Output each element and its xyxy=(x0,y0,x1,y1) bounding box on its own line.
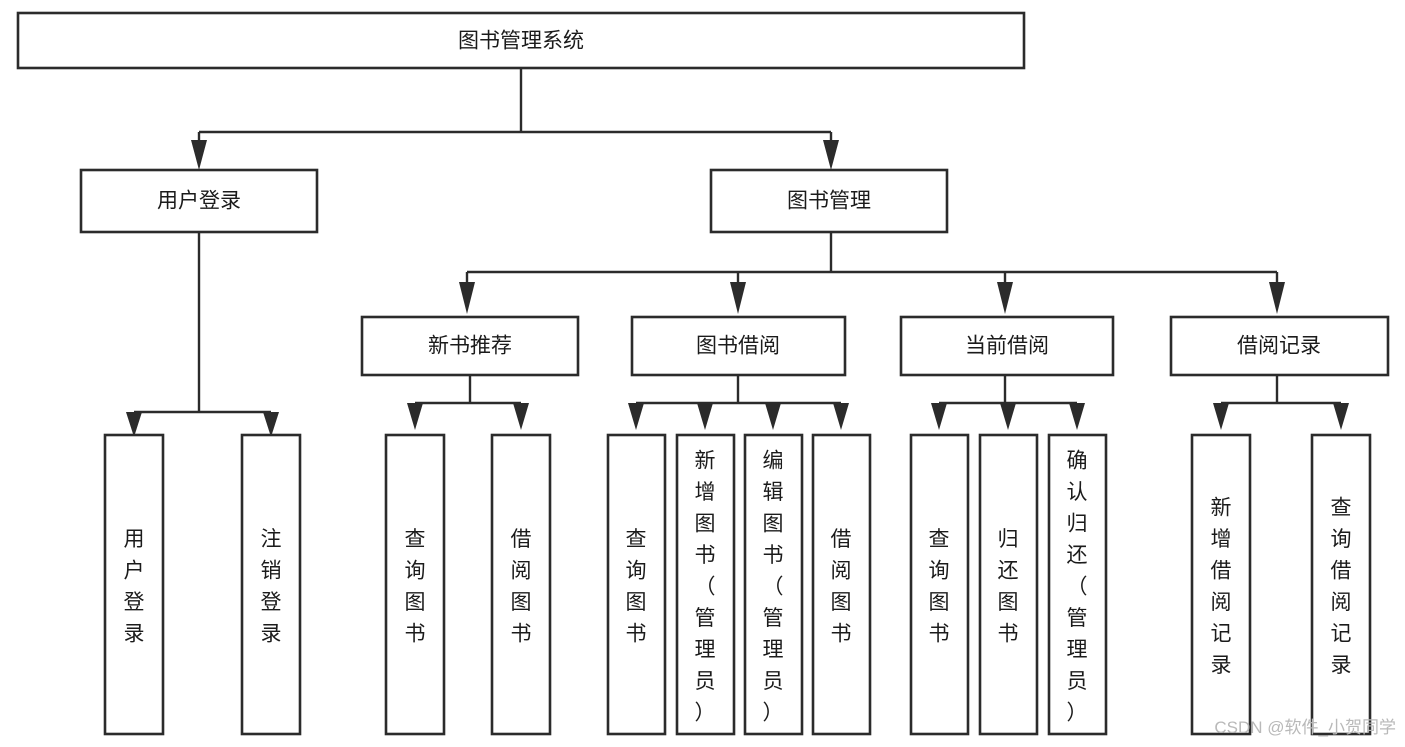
arrowhead-book-management xyxy=(823,140,839,170)
node-new-book-recommend-box[interactable] xyxy=(360,315,580,377)
node-book-management[interactable]: 图书管理 xyxy=(709,168,949,234)
leaf-query-book-1-box[interactable] xyxy=(384,433,446,736)
leaf-confirm-return-admin-box[interactable] xyxy=(1047,433,1108,736)
arrowhead-leaf-add-borrow-record xyxy=(1213,403,1229,430)
node-book-management-box[interactable] xyxy=(709,168,949,234)
arrowhead-leaf-user-login xyxy=(126,412,142,437)
leaf-query-borrow-record-box[interactable] xyxy=(1310,433,1372,736)
leaf-borrow-book-1-label: 借阅图书 xyxy=(511,528,532,646)
arrowhead-leaf-edit-book-admin xyxy=(765,403,781,430)
leaf-query-book-1-label: 查询图书 xyxy=(405,528,426,646)
arrowhead-leaf-query-book-2 xyxy=(628,403,644,430)
node-book-borrow[interactable]: 图书借阅 xyxy=(630,315,847,377)
arrowhead-leaf-confirm-return-admin xyxy=(1069,403,1085,430)
arrowhead-book-borrow xyxy=(730,282,746,314)
arrowhead-user-login xyxy=(191,140,207,170)
leaf-confirm-return-admin-label: 确认归还（管理员） xyxy=(1067,449,1088,724)
arrowhead-leaf-query-book-1 xyxy=(407,403,423,430)
leaf-user-login-label: 用户登录 xyxy=(124,528,145,646)
leaf-user-logout-label: 注销登录 xyxy=(261,528,282,646)
leaf-return-book[interactable]: 归还图书 xyxy=(978,433,1039,736)
leaf-add-book-admin-label: 新增图书（管理员） xyxy=(695,449,716,724)
node-book-management-label: 图书管理 xyxy=(787,190,871,213)
arrowhead-leaf-query-borrow-record xyxy=(1333,403,1349,430)
leaf-query-book-2-box[interactable] xyxy=(606,433,667,736)
leaf-borrow-book-2-label: 借阅图书 xyxy=(831,528,852,646)
leaf-borrow-book-2[interactable]: 借阅图书 xyxy=(811,433,872,736)
arrowhead-leaf-add-book-admin xyxy=(697,403,713,430)
leaf-user-logout[interactable]: 注销登录 xyxy=(240,433,302,736)
leaf-query-book-1[interactable]: 查询图书 xyxy=(384,433,446,736)
node-current-borrow-label: 当前借阅 xyxy=(965,335,1049,358)
arrowhead-leaf-return-book xyxy=(1000,403,1016,430)
arrowhead-leaf-user-logout xyxy=(263,412,279,437)
leaf-return-book-label: 归还图书 xyxy=(998,528,1019,646)
leaf-query-book-2-label: 查询图书 xyxy=(626,528,647,646)
leaf-add-book-admin[interactable]: 新增图书（管理员） xyxy=(675,433,736,736)
node-root-box[interactable] xyxy=(16,11,1026,70)
node-new-book-recommend-label: 新书推荐 xyxy=(428,335,512,358)
arrowhead-new-book-recommend xyxy=(459,282,475,314)
node-current-borrow-box[interactable] xyxy=(899,315,1115,377)
leaf-edit-book-admin-box[interactable] xyxy=(743,433,804,736)
leaf-add-book-admin-box[interactable] xyxy=(675,433,736,736)
leaf-user-login-box[interactable] xyxy=(103,433,165,736)
node-user-login[interactable]: 用户登录 xyxy=(79,168,319,234)
arrowhead-current-borrow xyxy=(997,282,1013,314)
node-borrow-record-box[interactable] xyxy=(1169,315,1390,377)
node-book-borrow-box[interactable] xyxy=(630,315,847,377)
arrowhead-leaf-query-book-3 xyxy=(931,403,947,430)
leaf-add-borrow-record[interactable]: 新增借阅记录 xyxy=(1190,433,1252,736)
leaf-edit-book-admin[interactable]: 编辑图书（管理员） xyxy=(743,433,804,736)
leaf-add-borrow-record-label: 新增借阅记录 xyxy=(1211,497,1232,678)
node-current-borrow[interactable]: 当前借阅 xyxy=(899,315,1115,377)
leaf-borrow-book-1-box[interactable] xyxy=(490,433,552,736)
leaf-user-logout-box[interactable] xyxy=(240,433,302,736)
leaf-return-book-box[interactable] xyxy=(978,433,1039,736)
node-root-label: 图书管理系统 xyxy=(458,30,584,53)
node-new-book-recommend[interactable]: 新书推荐 xyxy=(360,315,580,377)
leaf-query-book-3[interactable]: 查询图书 xyxy=(909,433,970,736)
leaf-add-borrow-record-box[interactable] xyxy=(1190,433,1252,736)
leaf-edit-book-admin-label: 编辑图书（管理员） xyxy=(763,449,784,724)
node-root[interactable]: 图书管理系统 xyxy=(16,11,1026,70)
leaf-user-login[interactable]: 用户登录 xyxy=(103,433,165,736)
arrowhead-leaf-borrow-book-1 xyxy=(513,403,529,430)
leaf-borrow-book-1[interactable]: 借阅图书 xyxy=(490,433,552,736)
leaf-confirm-return-admin[interactable]: 确认归还（管理员） xyxy=(1047,433,1108,736)
watermark-label: CSDN @软件_小贺同学 xyxy=(1214,718,1396,737)
arrowheads-layer xyxy=(126,140,1349,437)
leaf-query-book-3-box[interactable] xyxy=(909,433,970,736)
node-book-borrow-label: 图书借阅 xyxy=(696,335,780,358)
node-borrow-record-label: 借阅记录 xyxy=(1237,335,1321,358)
leaf-query-book-3-label: 查询图书 xyxy=(929,528,950,646)
node-user-login-label: 用户登录 xyxy=(157,190,241,213)
leaf-borrow-book-2-box[interactable] xyxy=(811,433,872,736)
arrowhead-leaf-borrow-book-2 xyxy=(833,403,849,430)
leaf-query-book-2[interactable]: 查询图书 xyxy=(606,433,667,736)
node-borrow-record[interactable]: 借阅记录 xyxy=(1169,315,1390,377)
leaf-query-borrow-record-label: 查询借阅记录 xyxy=(1331,497,1352,678)
leaf-query-borrow-record[interactable]: 查询借阅记录 xyxy=(1310,433,1372,736)
arrowhead-borrow-record xyxy=(1269,282,1285,314)
node-user-login-box[interactable] xyxy=(79,168,319,234)
